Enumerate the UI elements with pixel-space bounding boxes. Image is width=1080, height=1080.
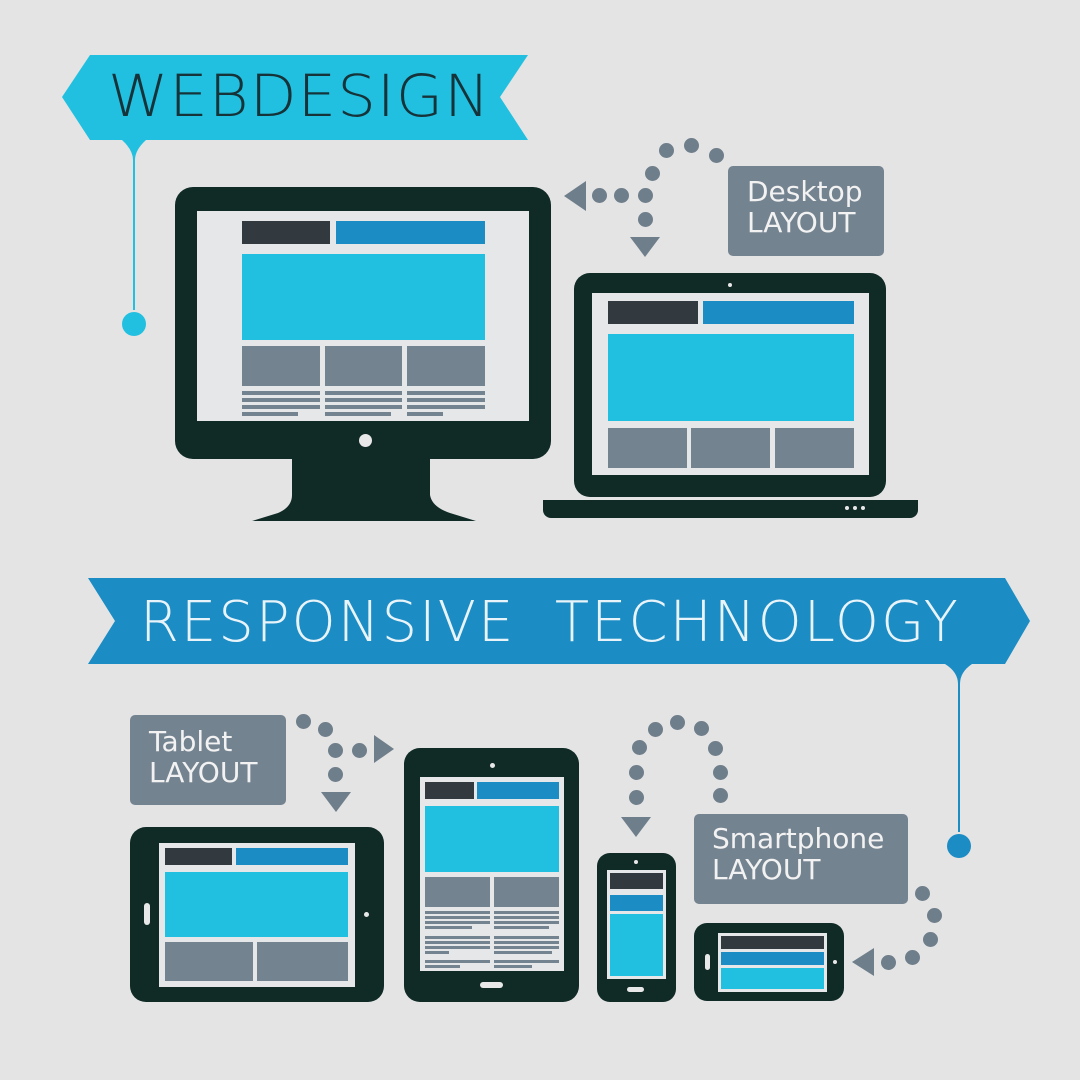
tablet-label-line1: Tablet: [149, 725, 233, 758]
arrow-down-icon: [321, 792, 351, 812]
arrow-down-icon: [621, 817, 651, 837]
arrow-left-icon: [852, 948, 874, 976]
smartphone-label-line1: Smartphone: [712, 822, 885, 855]
desktop-label-line1: Desktop: [747, 175, 863, 208]
responsive-technology-title: RESPONSIVE TECHNOLOGY: [140, 590, 960, 655]
arrow-left-icon: [564, 181, 586, 211]
desktop-layout-label: Desktop LAYOUT: [728, 166, 884, 256]
monitor-stand: [252, 455, 476, 521]
webdesign-title: WEBDESIGN: [108, 62, 491, 130]
arrow-right-icon: [374, 735, 394, 763]
smartphone-layout-label: Smartphone LAYOUT: [694, 814, 908, 904]
smartphone-label-line2: LAYOUT: [712, 853, 821, 887]
desktop-label-line2: LAYOUT: [747, 206, 856, 240]
tablet-layout-label: Tablet LAYOUT: [130, 715, 286, 805]
tablet-label-line2: LAYOUT: [149, 756, 258, 790]
arrow-down-icon: [630, 237, 660, 257]
